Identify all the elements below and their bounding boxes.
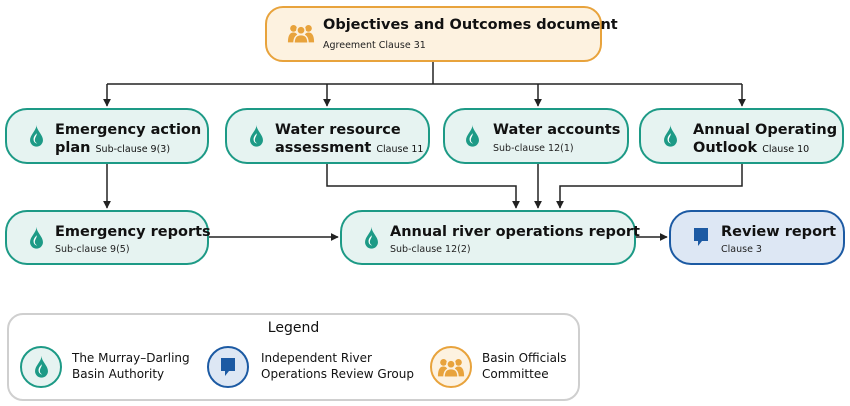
annual-river-operations-report-node: Annual river operations report Sub-claus…: [340, 210, 640, 265]
arrow-water-resource-assessment-to-annual-report: [326, 163, 520, 209]
node-clause: Agreement Clause 31: [323, 40, 426, 51]
legend-title: Legend: [267, 320, 320, 336]
water-resource-assessment-node: Water resource assessment Clause 11: [225, 108, 430, 164]
people-group-icon: [437, 356, 465, 378]
legend-boc-badge: [430, 346, 472, 388]
legend-mdba-badge: [20, 346, 62, 388]
node-clause: Sub-clause 9(5): [55, 244, 130, 255]
water-drop-icon: [29, 226, 44, 250]
emergency-action-plan-node: Emergency action plan Sub-clause 9(3): [5, 108, 209, 164]
legend: Legend The Murray–Darling Basin Authorit…: [7, 313, 580, 401]
water-drop-icon: [34, 355, 49, 379]
legend-irorg-label: Independent River Operations Review Grou…: [261, 351, 414, 381]
node-title-line1: Water resource: [275, 122, 401, 138]
node-clause: Clause 10: [762, 144, 810, 155]
node-clause: Sub-clause 9(3): [95, 144, 171, 155]
node-title-line2: Outlook Clause 10: [693, 140, 810, 156]
legend-mdba-label: The Murray–Darling Basin Authority: [72, 351, 190, 381]
speech-bubble-icon: [220, 357, 236, 377]
node-title: Water accounts: [493, 122, 621, 138]
legend-boc-label: Basin Officials Committee: [482, 351, 567, 381]
water-drop-icon: [663, 124, 678, 148]
water-drop-icon: [29, 124, 44, 148]
speech-bubble-icon: [693, 227, 709, 247]
legend-irorg-badge: [207, 346, 249, 388]
node-title-line1: Emergency action: [55, 122, 202, 138]
review-report-node: Review report Clause 3: [669, 210, 845, 265]
arrow-annual-operating-outlook-to-annual-report: [556, 163, 743, 209]
node-title: Emergency reports: [55, 224, 211, 240]
node-clause: Clause 3: [721, 244, 762, 255]
emergency-reports-node: Emergency reports Sub-clause 9(5): [5, 210, 211, 265]
node-title-line1: Annual Operating: [693, 122, 838, 138]
node-title: Review report: [721, 224, 837, 240]
node-title: Annual river operations report: [390, 224, 640, 240]
water-accounts-node: Water accounts Sub-clause 12(1): [443, 108, 629, 164]
people-group-icon: [287, 22, 315, 44]
node-title-line2: plan Sub-clause 9(3): [55, 140, 171, 156]
node-title-line2: assessment Clause 11: [275, 140, 424, 156]
node-title: Objectives and Outcomes document: [323, 17, 618, 33]
annual-operating-outlook-node: Annual Operating Outlook Clause 10: [639, 108, 844, 164]
water-drop-icon: [364, 226, 379, 250]
node-clause: Clause 11: [376, 144, 424, 155]
water-drop-icon: [249, 124, 264, 148]
node-clause: Sub-clause 12(1): [493, 143, 574, 154]
objectives-outcomes-node: Objectives and Outcomes document Agreeme…: [265, 6, 618, 62]
water-drop-icon: [465, 124, 480, 148]
node-clause: Sub-clause 12(2): [390, 244, 471, 255]
